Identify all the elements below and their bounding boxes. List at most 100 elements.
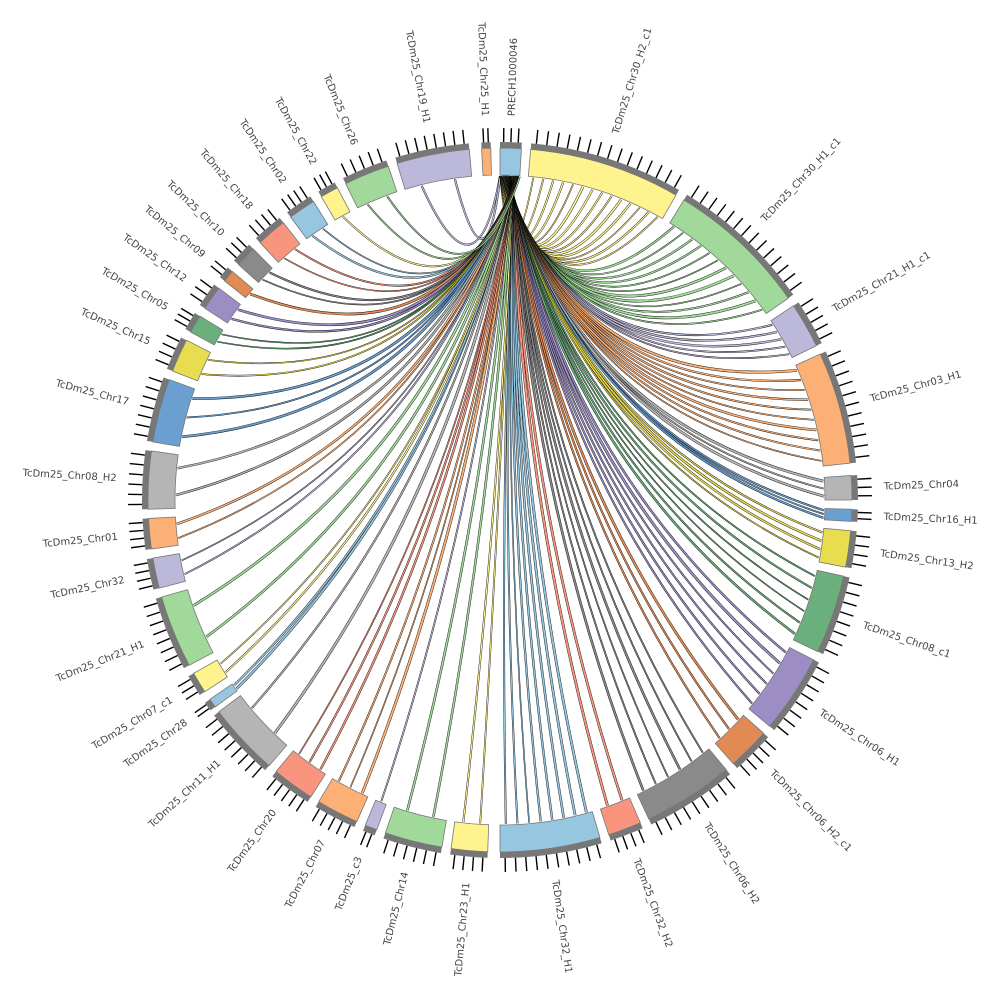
axis-tick [827,350,842,357]
axis-tick [708,197,718,210]
sector-block[interactable] [499,147,522,177]
sector-block[interactable] [748,647,815,727]
sector-w[interactable] [194,683,238,718]
link-fill [251,176,516,709]
sector-u[interactable] [266,750,326,812]
sector-j[interactable] [818,527,871,569]
sector-ae[interactable] [174,307,224,346]
axis-tick [852,433,867,438]
sector-k[interactable] [792,569,863,657]
sector-y[interactable] [143,589,214,671]
sector-d[interactable] [527,129,682,220]
sector-block[interactable] [481,147,492,176]
sector-block[interactable] [209,683,238,708]
sector-block[interactable] [770,305,817,359]
sector-label: TcDm25_Chr08_c1 [860,620,952,661]
axis-tick [217,733,230,744]
sector-block[interactable] [193,659,228,693]
sector-block[interactable] [499,811,601,853]
sector-block[interactable] [450,821,490,853]
sector-block[interactable] [237,248,273,284]
sector-b[interactable] [481,128,492,176]
sector-block[interactable] [259,222,301,263]
axis-tick [546,131,550,146]
sector-block[interactable] [527,148,677,220]
sector-block[interactable] [823,475,853,501]
axis-tick [210,265,223,276]
sector-ah[interactable] [225,236,273,284]
sector-f[interactable] [770,298,833,359]
sector-i[interactable] [823,508,872,522]
sector-af[interactable] [190,279,242,324]
axis-tick [395,142,401,157]
sector-block[interactable] [204,287,242,324]
sector-block[interactable] [152,379,196,447]
sector-block[interactable] [345,165,398,209]
axis-tick [725,210,735,223]
sector-p[interactable] [499,811,602,872]
sector-al[interactable] [340,148,398,209]
sector-l[interactable] [748,647,830,736]
sector-e[interactable] [669,185,802,315]
link-fill [510,176,542,822]
sector-axis-band [142,450,152,510]
sector-block[interactable] [218,695,288,767]
sector-v[interactable] [205,695,288,778]
sector-block[interactable] [714,714,765,765]
sector-ak[interactable] [313,171,351,221]
axis-tick [146,611,161,618]
axis-tick [810,314,824,323]
sector-q[interactable] [450,821,490,872]
sector-x[interactable] [177,659,228,701]
sector-block[interactable] [318,778,369,823]
link-fill [510,176,609,806]
sector-n[interactable] [636,748,736,836]
sector-c[interactable] [499,128,522,177]
sector-g[interactable] [795,350,870,467]
link-fill [274,176,516,734]
sector-block[interactable] [223,270,254,299]
axis-tick [177,678,191,688]
sector-o[interactable] [599,797,645,853]
sector-block[interactable] [599,797,641,836]
sector-t[interactable] [311,778,369,839]
axis-tick [835,370,850,377]
sector-block[interactable] [792,569,845,653]
sector-block[interactable] [320,187,351,221]
sector-axis-band [608,822,643,841]
sector-m[interactable] [714,714,777,777]
sector-block[interactable] [161,589,214,666]
sector-block[interactable] [818,527,852,568]
sector-ai[interactable] [248,208,301,263]
sector-block[interactable] [152,553,186,589]
axis-tick [831,360,846,367]
sector-block[interactable] [823,508,853,522]
sector-block[interactable] [148,516,179,550]
sector-block[interactable] [147,450,179,510]
sector-block[interactable] [171,339,211,382]
sector-z[interactable] [133,553,186,590]
sector-h[interactable] [823,475,872,501]
sector-block[interactable] [290,200,329,240]
sector-ab[interactable] [128,450,179,510]
axis-tick [422,850,428,865]
sector-s[interactable] [359,799,387,848]
sector-ac[interactable] [133,376,196,447]
sector-aj[interactable] [281,186,329,240]
sector-r[interactable] [383,806,447,867]
sector-ad[interactable] [155,334,211,382]
sector-ag[interactable] [210,260,254,299]
sector-block[interactable] [669,199,789,315]
sector-a[interactable] [395,129,473,190]
sector-aa[interactable] [128,516,179,550]
sector-block[interactable] [275,750,326,798]
sector-block[interactable] [364,799,387,831]
axis-tick [273,783,284,796]
link-fill [510,176,681,770]
sector-block[interactable] [190,315,224,346]
sector-block[interactable] [396,148,473,190]
sector-block[interactable] [795,353,851,467]
sector-block[interactable] [384,806,447,848]
axis-tick [402,845,408,860]
sector-axis-band [199,284,219,309]
